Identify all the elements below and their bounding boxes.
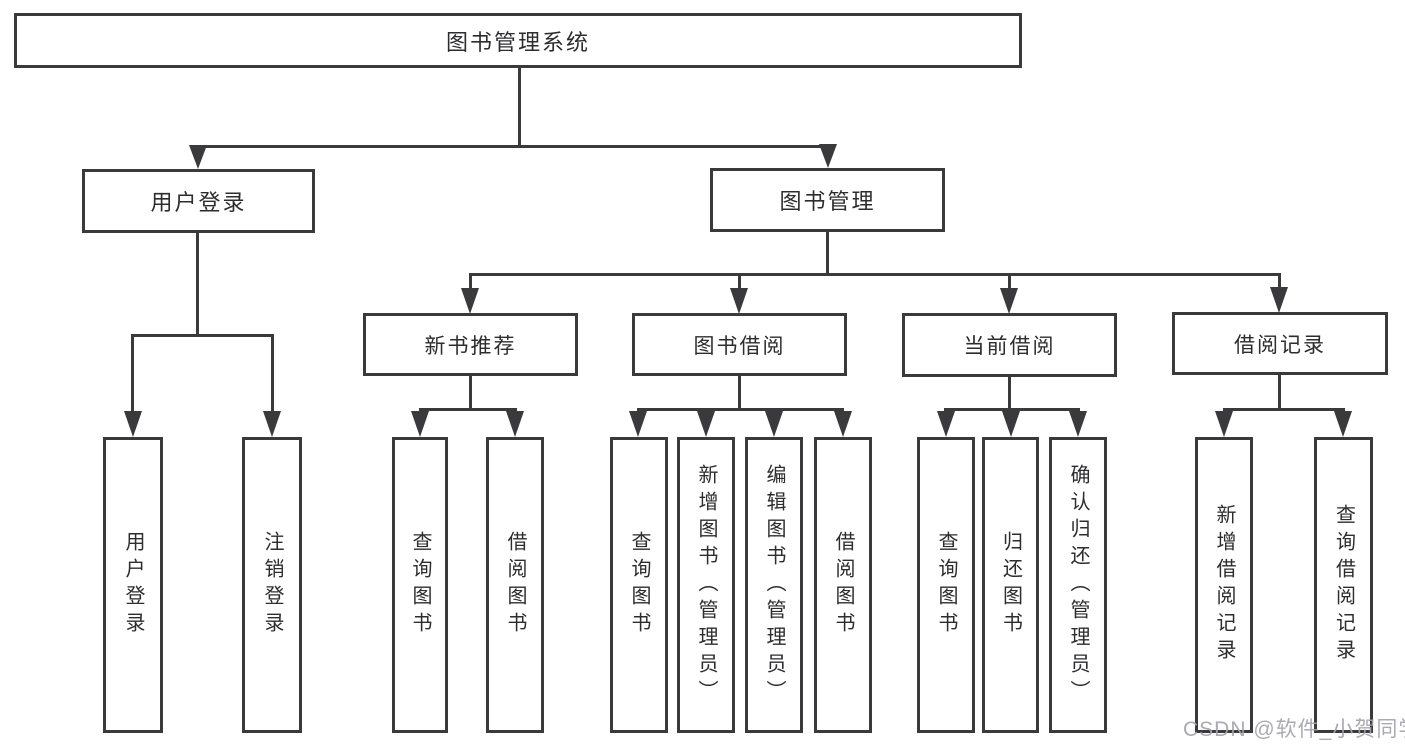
arrowhead-to-br-query	[1334, 411, 1352, 437]
connector-stem-borrow-records	[1278, 273, 1281, 290]
connector-current-borrow-feed	[1008, 377, 1011, 411]
connector-current-borrow-rail	[944, 408, 1080, 411]
arrowhead-to-user-login	[189, 145, 207, 169]
arrowhead-to-bb-query	[629, 411, 647, 437]
leaf-bb-query-books: 查询图书	[610, 437, 668, 733]
arrowhead-to-book-mgmt	[819, 144, 837, 168]
node-borrow-records: 借阅记录	[1172, 312, 1388, 375]
connector-new-books-rail	[419, 408, 517, 411]
connector-root-feed	[518, 68, 521, 148]
node-root: 图书管理系统	[14, 13, 1022, 68]
arrowhead-to-bb-borrow	[834, 411, 852, 437]
arrowhead-to-bb-add	[697, 411, 715, 437]
leaf-user-login: 用户登录	[103, 437, 163, 733]
connector-user-login-rail	[131, 334, 273, 337]
arrowhead-to-current-borrow	[1000, 288, 1018, 314]
node-user-login: 用户登录	[82, 169, 315, 233]
connector-stem-current-borrow	[1008, 273, 1011, 290]
connector-new-books-feed	[469, 376, 472, 411]
connector-book-borrow-rail	[637, 408, 844, 411]
arrowhead-to-cb-return	[1002, 411, 1020, 437]
arrowhead-to-br-add	[1215, 411, 1233, 437]
arrowhead-to-nb-query	[411, 411, 429, 437]
connector-stem-leaf-logout	[271, 334, 274, 412]
leaf-cb-return-books: 归还图书	[982, 437, 1039, 733]
arrowhead-to-cb-confirm	[1069, 411, 1087, 437]
node-book-mgmt: 图书管理	[710, 168, 945, 232]
arrowhead-to-bb-edit	[765, 411, 783, 437]
leaf-nb-borrow-books: 借阅图书	[486, 437, 544, 733]
arrowhead-to-cb-query	[937, 411, 955, 437]
leaf-nb-query-books: 查询图书	[392, 437, 448, 733]
connector-stem-leaf-user-login	[131, 334, 134, 412]
leaf-br-query-record: 查询借阅记录	[1314, 437, 1373, 733]
arrowhead-to-new-books	[461, 288, 479, 314]
connector-borrow-records-rail	[1223, 408, 1345, 411]
arrowhead-to-nb-borrow	[506, 411, 524, 437]
connector-level1-rail	[197, 145, 829, 148]
leaf-bb-borrow-books: 借阅图书	[814, 437, 872, 733]
connector-book-borrow-feed	[738, 376, 741, 411]
arrowhead-to-leaf-user-login	[124, 411, 142, 437]
connector-borrow-records-feed	[1278, 375, 1281, 411]
connector-user-login-feed	[196, 233, 199, 337]
node-current-borrow: 当前借阅	[902, 313, 1117, 377]
node-new-books: 新书推荐	[363, 313, 578, 376]
arrowhead-to-borrow-records	[1270, 287, 1288, 313]
leaf-br-add-record: 新增借阅记录	[1195, 437, 1253, 733]
leaf-bb-edit-books-admin: 编辑图书（管理员）	[745, 437, 803, 733]
watermark: CSDN @软件_小贺同学	[1183, 718, 1405, 741]
leaf-cb-confirm-return-admin: 确认归还（管理员）	[1049, 437, 1107, 733]
leaf-cb-query-books: 查询图书	[917, 437, 975, 733]
node-book-borrow: 图书借阅	[632, 313, 847, 376]
connector-book-mgmt-feed	[826, 232, 829, 276]
connector-stem-new-books	[469, 273, 472, 290]
leaf-bb-add-books-admin: 新增图书（管理员）	[677, 437, 735, 733]
connector-stem-book-borrow	[738, 273, 741, 290]
arrowhead-to-book-borrow	[730, 288, 748, 314]
connector-level2-rail	[470, 273, 1280, 276]
arrowhead-to-leaf-logout	[263, 411, 281, 437]
leaf-logout: 注销登录	[242, 437, 302, 733]
